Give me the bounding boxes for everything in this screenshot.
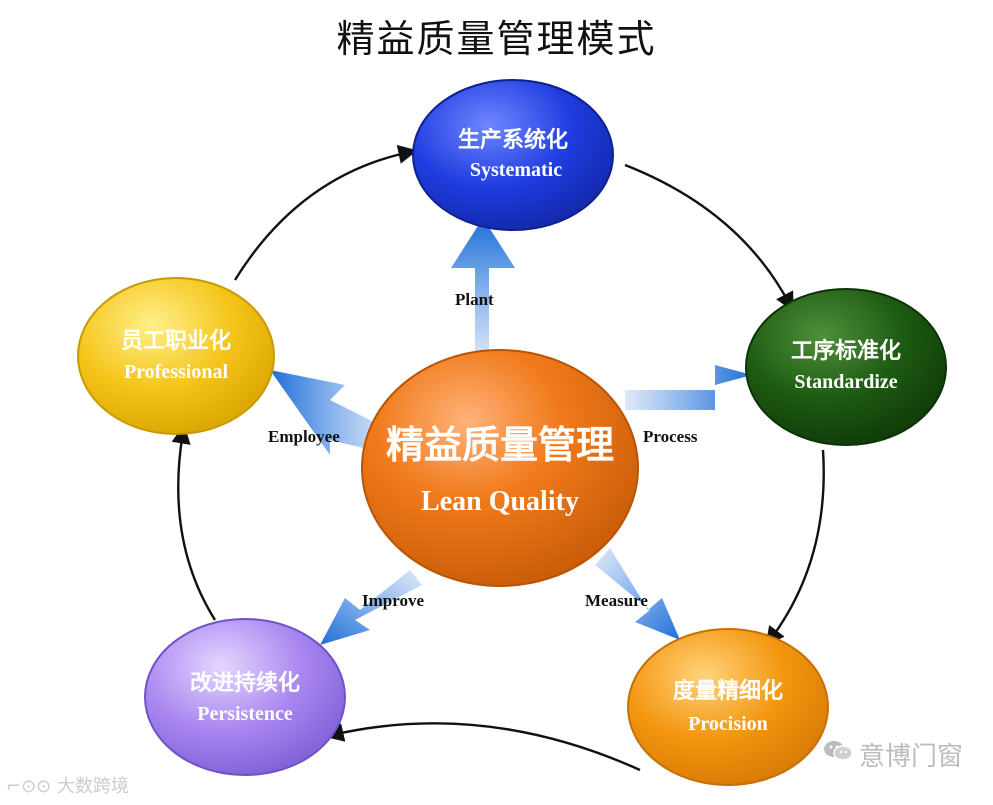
connector-standardize-to-precision xyxy=(765,449,825,647)
node-systematic-en: Systematic xyxy=(470,159,562,181)
node-standardize: 工序标准化 Standardize xyxy=(745,288,947,446)
wechat-icon xyxy=(823,739,853,770)
connector-systematic-to-standardize xyxy=(624,163,794,312)
node-persistence-zh: 改进持续化 xyxy=(190,670,300,696)
label-measure: Measure xyxy=(585,591,648,610)
watermark-left-logo-icon: ⌐⊙⊙ xyxy=(6,776,52,797)
watermark-left: ⌐⊙⊙ 大数跨境 xyxy=(6,772,129,798)
arrow-process xyxy=(625,365,752,410)
center-label-zh: 精益质量管理 xyxy=(386,423,614,467)
watermark-left-text: 大数跨境 xyxy=(56,776,129,797)
label-process: Process xyxy=(643,427,698,446)
label-plant: Plant xyxy=(455,290,494,309)
connector-professional-to-systematic xyxy=(233,144,418,281)
node-professional-zh: 员工职业化 xyxy=(121,328,231,354)
arrow-labels: Plant Process Measure Improve Employee xyxy=(268,290,698,610)
node-standardize-en: Standardize xyxy=(794,371,897,393)
node-persistence-en: Persistence xyxy=(197,703,293,725)
center-label-en: Lean Quality xyxy=(421,486,579,517)
label-improve: Improve xyxy=(362,591,424,610)
arrow-employee xyxy=(270,370,390,455)
node-precision-zh: 度量精细化 xyxy=(673,678,783,704)
connector-precision-to-persistence xyxy=(324,722,641,772)
node-standardize-zh: 工序标准化 xyxy=(791,338,901,364)
center-arrows xyxy=(270,218,752,645)
connector-persistence-to-professional xyxy=(171,424,217,621)
watermark-right: 意博门窗 xyxy=(823,736,963,773)
arrow-measure xyxy=(595,548,680,640)
diagram-title: 精益质量管理模式 xyxy=(336,17,657,61)
node-systematic-zh: 生产系统化 xyxy=(458,127,568,153)
label-employee: Employee xyxy=(268,427,340,446)
arrow-improve xyxy=(320,570,422,645)
node-precision-en: Procision xyxy=(688,713,768,735)
node-systematic: 生产系统化 Systematic xyxy=(412,79,614,231)
watermark-right-text: 意博门窗 xyxy=(858,742,963,772)
node-professional-en: Professional xyxy=(124,361,229,383)
node-persistence: 改进持续化 Persistence xyxy=(144,618,346,776)
node-precision: 度量精细化 Procision xyxy=(627,628,829,786)
arrow-plant xyxy=(445,218,515,362)
cycle-connectors xyxy=(171,144,825,772)
center-node: 精益质量管理 Lean Quality xyxy=(361,349,639,587)
node-professional: 员工职业化 Professional xyxy=(77,277,275,435)
